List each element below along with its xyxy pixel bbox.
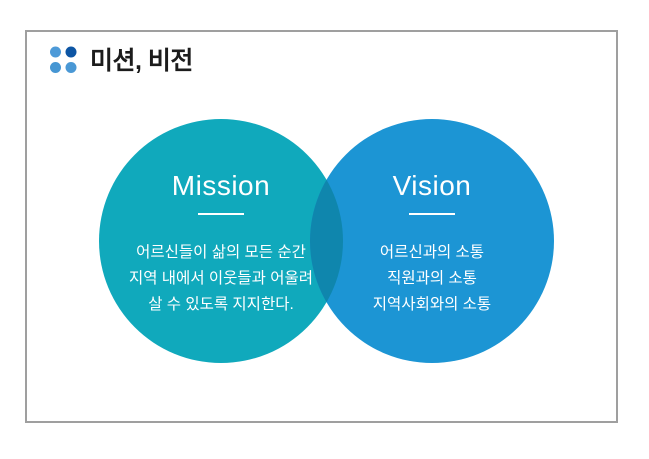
mission-divider — [198, 213, 244, 215]
vision-divider — [409, 213, 455, 215]
mission-statement: 어르신들이 삶의 모든 순간 지역 내에서 이웃들과 어울려 살 수 있도록 지… — [101, 240, 341, 318]
vision-statement: 어르신과의 소통 직원과의 소통 지역사회와의 소통 — [332, 240, 532, 318]
vision-circle — [310, 119, 554, 363]
vision-line-2: 직원과의 소통 — [387, 270, 477, 287]
dot-bottom-right — [65, 62, 77, 73]
mission-line-2: 지역 내에서 이웃들과 어울려 — [128, 270, 314, 287]
mission-circle — [99, 119, 343, 363]
vision-heading: Vision — [392, 170, 472, 201]
vision-line-1: 어르신과의 소통 — [379, 244, 485, 261]
venn-diagram — [99, 119, 554, 363]
slide-canvas: 미션, 비전 Mission 어르신들이 삶의 모든 순간 지역 내에서 이웃들… — [25, 30, 618, 423]
dot-top-right — [65, 46, 77, 58]
slide-header: 미션, 비전 — [49, 45, 193, 76]
page-title: 미션, 비전 — [90, 46, 193, 75]
vision-line-3: 지역사회와의 소통 — [372, 296, 492, 313]
four-dots-icon — [50, 46, 77, 73]
dot-top-left — [50, 46, 61, 58]
mission-line-1: 어르신들이 삶의 모든 순간 — [136, 244, 306, 261]
mission-heading: Mission — [171, 170, 271, 201]
mission-line-3: 살 수 있도록 지지한다. — [148, 296, 294, 313]
dot-bottom-left — [50, 62, 61, 73]
